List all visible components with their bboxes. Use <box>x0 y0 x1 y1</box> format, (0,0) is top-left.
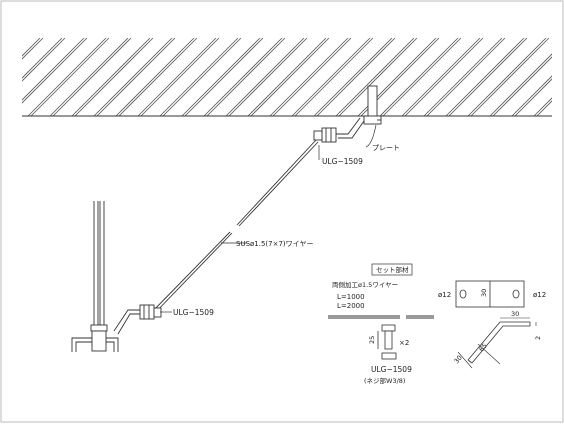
hatch-line <box>22 38 66 82</box>
hatch-line <box>162 38 242 116</box>
hatch-line <box>401 38 481 116</box>
hatch-line <box>27 38 107 116</box>
hatch-line <box>467 38 547 116</box>
hatch-line <box>335 38 415 116</box>
hatch-line <box>0 38 18 116</box>
hatch-line <box>137 38 217 116</box>
plate-top-view <box>455 280 525 308</box>
side-short-dim: 30 <box>452 354 463 365</box>
hatch-line <box>423 38 503 116</box>
hatch-line <box>22 38 44 60</box>
hatch-line <box>448 38 528 116</box>
hatch-line <box>426 38 506 116</box>
bolt-drawing <box>377 324 397 360</box>
hatch-line <box>49 38 129 116</box>
hole-left-dim: ø12 <box>438 291 451 299</box>
lower-bracket-label: ULG−1509 <box>173 308 214 317</box>
set-parts-header: セット部材 <box>376 265 409 274</box>
hatch-line <box>140 38 220 116</box>
length-2000: L=2000 <box>337 302 365 310</box>
hatch-line <box>470 38 550 116</box>
upper-bracket-assembly <box>313 85 382 143</box>
hatch-line <box>225 38 305 116</box>
wire-label: SUSø1.5(7×7)ワイヤー <box>236 240 313 248</box>
hatch-line <box>313 38 393 116</box>
plate-side-view <box>457 317 537 369</box>
hatch-line <box>382 38 462 116</box>
hatch-line <box>93 38 173 116</box>
side-right-dim: 2 <box>534 336 542 340</box>
length-1000: L=1000 <box>337 293 365 301</box>
leaders <box>160 124 377 313</box>
hatch-line <box>22 38 88 104</box>
hatch-line <box>316 38 396 116</box>
hatch-line <box>159 38 239 116</box>
ceiling-hatch <box>0 38 552 116</box>
hatch-line <box>489 53 552 116</box>
set-bracket-thread: (ネジ部W3/8) <box>364 376 405 385</box>
hatch-line <box>511 75 552 116</box>
hatch-line <box>206 38 286 116</box>
hatch-line <box>96 38 176 116</box>
plate-label: プレート <box>372 144 400 152</box>
set-parts-box: セット部材 <box>371 263 413 276</box>
hatch-line <box>22 38 63 79</box>
hatch-line <box>269 38 349 116</box>
hatch-line <box>71 38 151 116</box>
vertical-post <box>71 201 119 352</box>
hatch-line <box>294 38 374 116</box>
hatch-line <box>52 38 132 116</box>
hatch-line <box>203 38 283 116</box>
hatch-line <box>533 97 552 116</box>
set-bracket-name: ULG−1509 <box>371 365 412 374</box>
wire-sample <box>328 315 434 319</box>
hatch-line <box>30 38 110 116</box>
wire-description: 両側加工ø1.5ワイヤー <box>332 280 398 289</box>
hatch-line <box>228 38 308 116</box>
hatch-line <box>118 38 198 116</box>
hatch-line <box>291 38 371 116</box>
hatch-line <box>0 38 21 116</box>
hatch-line <box>181 38 261 116</box>
bolt-quantity: ×2 <box>399 339 409 347</box>
side-top-dim: 30 <box>511 310 519 318</box>
hatch-line <box>445 38 525 116</box>
hatch-line <box>247 38 327 116</box>
hatch-line <box>115 38 195 116</box>
hatch-line <box>250 38 330 116</box>
hatch-line <box>22 38 41 57</box>
hatch-line <box>74 38 154 116</box>
hatch-line <box>22 38 85 101</box>
hatch-line <box>184 38 264 116</box>
hatch-line <box>536 100 552 116</box>
bolt-dimension: 25 <box>368 336 376 344</box>
hole-right-dim: ø12 <box>533 291 546 299</box>
hatch-line <box>514 78 552 116</box>
hatch-line <box>379 38 459 116</box>
hatch-line <box>404 38 484 116</box>
plate-width-dim: 30 <box>480 289 488 297</box>
lower-bracket-assembly <box>113 304 162 335</box>
hatch-line <box>492 56 552 116</box>
wire-line <box>149 139 319 317</box>
hatch-line <box>338 38 418 116</box>
side-long-dim: 65 <box>477 342 488 353</box>
upper-bracket-label: ULG−1509 <box>322 157 363 166</box>
hatch-line <box>272 38 352 116</box>
